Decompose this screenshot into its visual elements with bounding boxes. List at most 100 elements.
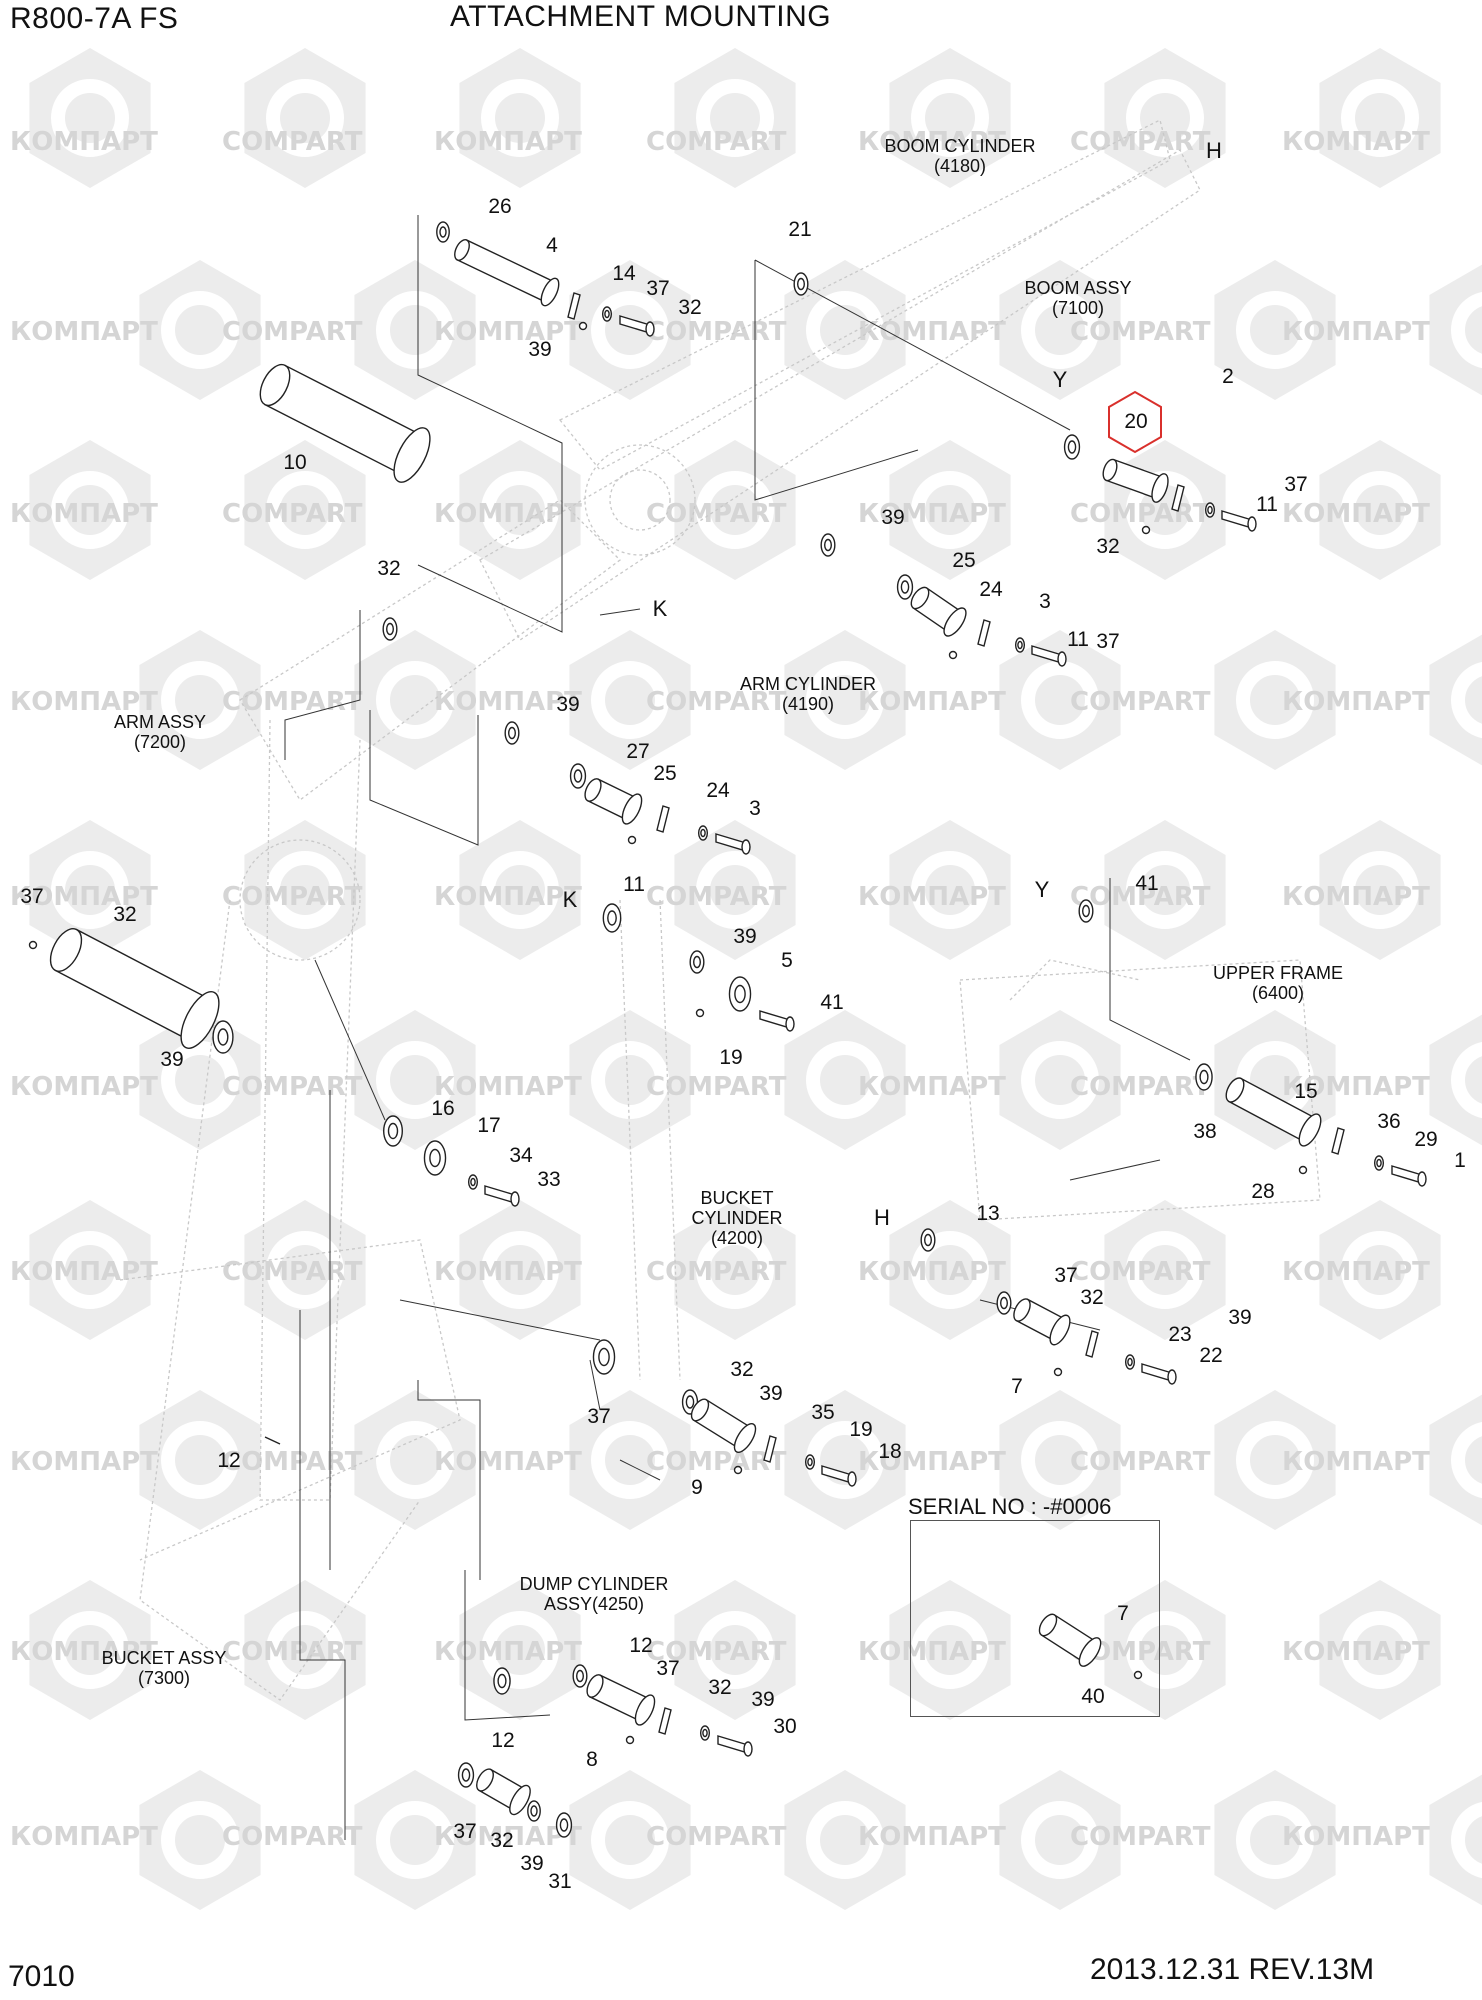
watermark-ring [1236, 1421, 1314, 1499]
part-number-39[interactable]: 39 [733, 925, 757, 948]
part-number-32[interactable]: 32 [678, 296, 702, 319]
small-fitting [28, 940, 38, 950]
part-number-12[interactable]: 12 [491, 1729, 515, 1752]
part-number-17[interactable]: 17 [477, 1114, 501, 1137]
part-number-36[interactable]: 36 [1377, 1110, 1401, 1133]
watermark-text: КОМПАРТ [1282, 1072, 1430, 1102]
watermark-hex [674, 1200, 796, 1340]
part-number-25[interactable]: 25 [952, 549, 976, 572]
part-number-35[interactable]: 35 [811, 1401, 835, 1424]
part-number-39[interactable]: 39 [160, 1048, 184, 1071]
part-number-4[interactable]: 4 [546, 234, 558, 257]
part-number-7[interactable]: 7 [1011, 1375, 1023, 1398]
part-number-3[interactable]: 3 [749, 797, 761, 820]
part-number-32[interactable]: 32 [1096, 535, 1120, 558]
part-number-25[interactable]: 25 [653, 762, 677, 785]
watermark-ring [1341, 79, 1419, 157]
part-number-30[interactable]: 30 [773, 1715, 797, 1738]
part-number-32[interactable]: 32 [708, 1676, 732, 1699]
part-number-1[interactable]: 1 [1454, 1149, 1466, 1172]
part-number-37[interactable]: 37 [656, 1657, 680, 1680]
part-number-41[interactable]: 41 [820, 991, 844, 1014]
part-number-39[interactable]: 39 [1228, 1306, 1252, 1329]
part-number-11[interactable]: 11 [1256, 493, 1278, 516]
part-number-24[interactable]: 24 [979, 578, 1003, 601]
part-number-32[interactable]: 32 [730, 1358, 754, 1381]
part-number-21[interactable]: 21 [788, 218, 812, 241]
part-number-41[interactable]: 41 [1135, 872, 1159, 895]
part-number-39[interactable]: 39 [556, 693, 580, 716]
part-number-19[interactable]: 19 [849, 1418, 873, 1441]
part-number-12[interactable]: 12 [217, 1449, 241, 1472]
watermark-hex [139, 260, 261, 400]
watermark-ring [51, 79, 129, 157]
watermark-ring [696, 1231, 774, 1309]
part-number-32[interactable]: 32 [490, 1829, 514, 1852]
part-number-31[interactable]: 31 [548, 1870, 572, 1893]
washer-hole [559, 1818, 569, 1832]
part-number-10[interactable]: 10 [283, 451, 307, 474]
watermark-ring [806, 1801, 884, 1879]
part-number-2[interactable]: 2 [1222, 365, 1234, 388]
part-number-37[interactable]: 37 [453, 1820, 477, 1843]
part-number-8[interactable]: 8 [586, 1748, 598, 1771]
watermark-hex [569, 1390, 691, 1530]
part-number-27[interactable]: 27 [626, 740, 650, 763]
part-number-39[interactable]: 39 [881, 506, 905, 529]
serial-part-number-7[interactable]: 7 [1117, 1602, 1129, 1625]
part-number-11[interactable]: 11 [623, 873, 645, 896]
part-number-11[interactable]: 11 [1067, 628, 1089, 651]
part-number-19[interactable]: 19 [719, 1046, 743, 1069]
watermark-ring [51, 1231, 129, 1309]
part-number-28[interactable]: 28 [1251, 1180, 1275, 1203]
part-number-37[interactable]: 37 [1284, 473, 1308, 496]
watermark-hex [784, 260, 906, 400]
watermark-text: COMPART [222, 499, 363, 529]
part-number-39[interactable]: 39 [759, 1382, 783, 1405]
part-number-26[interactable]: 26 [488, 195, 512, 218]
watermark-hex [569, 1770, 691, 1910]
part-number-16[interactable]: 16 [431, 1097, 455, 1120]
part-number-32[interactable]: 32 [113, 903, 137, 926]
part-number-37[interactable]: 37 [1054, 1264, 1078, 1287]
part-number-39[interactable]: 39 [528, 338, 552, 361]
part-number-22[interactable]: 22 [1199, 1344, 1223, 1367]
part-number-9[interactable]: 9 [691, 1476, 703, 1499]
washer-hole [807, 1457, 813, 1467]
part-number-37[interactable]: 37 [1096, 630, 1120, 653]
part-number-37[interactable]: 37 [587, 1405, 611, 1428]
part-number-3[interactable]: 3 [1039, 590, 1051, 613]
watermark-hex [674, 48, 796, 188]
part-number-13[interactable]: 13 [976, 1202, 1000, 1225]
part-number-34[interactable]: 34 [509, 1144, 533, 1167]
washer-hole [685, 1395, 695, 1409]
part-number-32[interactable]: 32 [1080, 1286, 1104, 1309]
label-boom-cylinder: BOOM CYLINDER(4180) [884, 136, 1036, 176]
part-number-39[interactable]: 39 [751, 1688, 775, 1711]
watermark-text: COMPART [1070, 1447, 1211, 1477]
part-number-12[interactable]: 12 [629, 1634, 653, 1657]
part-number-29[interactable]: 29 [1414, 1128, 1438, 1151]
part-number-32[interactable]: 32 [377, 557, 401, 580]
watermark-hex [1319, 1580, 1441, 1720]
part-number-18[interactable]: 18 [878, 1440, 902, 1463]
part-number-14[interactable]: 14 [612, 262, 636, 285]
part-number-20[interactable]: 20 [1124, 410, 1148, 433]
part-number-37[interactable]: 37 [20, 885, 44, 908]
small-fitting [627, 835, 637, 845]
watermark-text: COMPART [646, 687, 787, 717]
washer-hole [439, 226, 447, 238]
part-number-38[interactable]: 38 [1193, 1120, 1217, 1143]
part-number-33[interactable]: 33 [537, 1168, 561, 1191]
leader-line [417, 1380, 481, 1580]
part-number-39[interactable]: 39 [520, 1852, 544, 1875]
watermark-hex [29, 820, 151, 960]
watermark-hex [139, 1770, 261, 1910]
serial-part-number-40[interactable]: 40 [1081, 1685, 1105, 1708]
part-number-37[interactable]: 37 [646, 277, 670, 300]
part-number-15[interactable]: 15 [1294, 1080, 1318, 1103]
part-number-23[interactable]: 23 [1168, 1323, 1192, 1346]
part-number-24[interactable]: 24 [706, 779, 730, 802]
part-number-5[interactable]: 5 [781, 949, 793, 972]
